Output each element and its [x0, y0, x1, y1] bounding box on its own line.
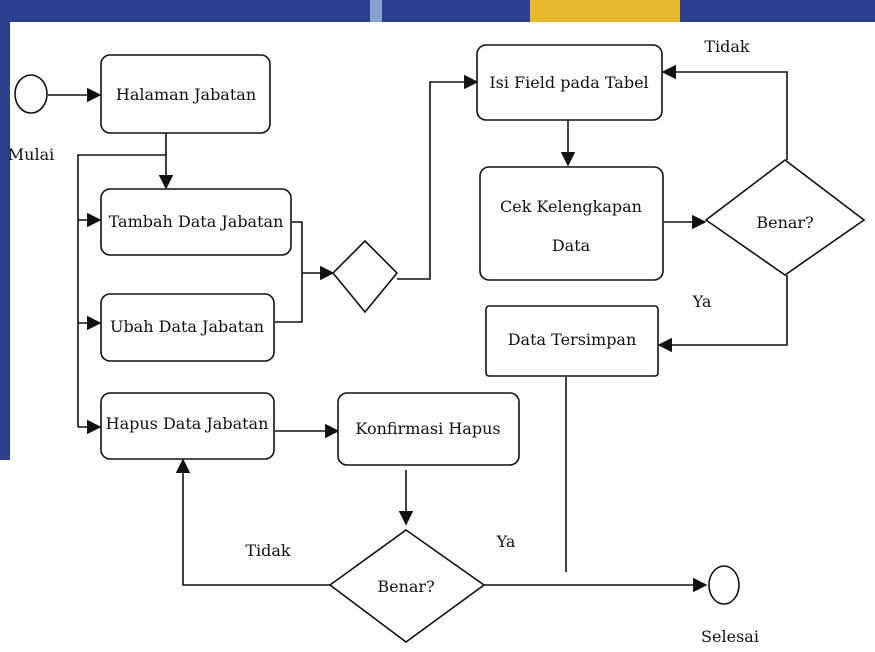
decision-top-label: Benar? — [756, 213, 813, 232]
edge-top-ya-label: Ya — [692, 292, 712, 311]
cek-kelengkapan-label-2: Data — [552, 236, 591, 255]
node-cek-kelengkapan: Cek Kelengkapan Data — [479, 166, 664, 281]
node-ubah-data: Ubah Data Jabatan — [100, 293, 275, 362]
node-hapus-data: Hapus Data Jabatan — [100, 392, 275, 460]
isi-field-label: Isi Field pada Tabel — [489, 73, 648, 92]
node-tambah-data: Tambah Data Jabatan — [100, 188, 292, 256]
node-data-tersimpan: Data Tersimpan — [485, 305, 659, 377]
end-node: Selesai — [701, 565, 759, 646]
node-konfirmasi-hapus: Konfirmasi Hapus — [337, 392, 520, 466]
edge-top-tidak-label: Tidak — [704, 37, 750, 56]
decision-bottom: Benar? — [328, 529, 486, 643]
edge-bottom-tidak-label: Tidak — [245, 541, 291, 560]
background-fragments — [0, 0, 875, 460]
decision-top: Benar? — [704, 158, 866, 276]
flow-edges — [48, 64, 788, 593]
konfirmasi-hapus-label: Konfirmasi Hapus — [355, 419, 500, 438]
node-halaman-jabatan: Halaman Jabatan — [100, 54, 271, 134]
start-label: Mulai — [8, 145, 54, 164]
ubah-data-label: Ubah Data Jabatan — [110, 317, 264, 336]
start-node: Mulai — [8, 74, 54, 164]
halaman-jabatan-label: Halaman Jabatan — [116, 85, 256, 104]
node-isi-field: Isi Field pada Tabel — [476, 44, 663, 121]
merge-diamond — [331, 239, 399, 314]
hapus-data-label: Hapus Data Jabatan — [106, 414, 269, 433]
tambah-data-label: Tambah Data Jabatan — [109, 212, 284, 231]
edge-bottom-ya-label: Ya — [496, 532, 516, 551]
end-label: Selesai — [701, 627, 759, 646]
decision-bottom-label: Benar? — [377, 577, 434, 596]
cek-kelengkapan-label-1: Cek Kelengkapan — [500, 197, 642, 216]
data-tersimpan-label: Data Tersimpan — [508, 330, 637, 349]
